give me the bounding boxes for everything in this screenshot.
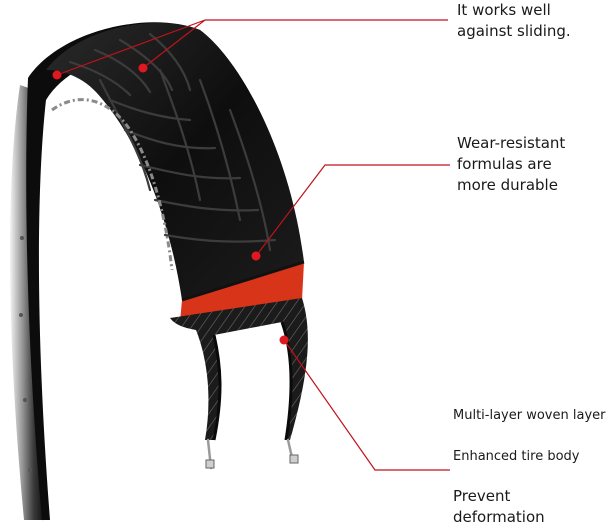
callout-deform-line-2: deformation [453, 508, 545, 526]
woven-carcass [170, 298, 308, 440]
callout-wear-line-1: Wear-resistant [457, 134, 566, 152]
tire-beads [206, 438, 295, 470]
tire-tread [46, 23, 304, 301]
leader-wear [255, 164, 450, 257]
leader-markers [52, 63, 289, 345]
sidewall-text-band [51, 98, 174, 271]
callout-wear-line-3: more durable [457, 176, 558, 194]
callout-sliding-line-2: against sliding. [457, 22, 571, 40]
leader-sliding-a [56, 19, 206, 76]
callout-woven-text: Multi-layer woven layer [453, 408, 606, 423]
leader-deform [283, 339, 450, 471]
marker-sliding-1 [52, 70, 62, 80]
callout-woven: Multi-layer woven layer [453, 407, 605, 424]
leader-sliding-b [142, 19, 206, 69]
marker-sliding-2 [138, 63, 148, 73]
callout-sliding-line-1: It works well [457, 1, 551, 19]
marker-wear [251, 251, 261, 261]
callout-wear-line-2: formulas are [457, 155, 552, 173]
callout-body: Enhanced tire body [453, 448, 579, 465]
red-layer [180, 262, 304, 322]
callout-wear: Wear-resistant formulas are more durable [457, 133, 565, 196]
tread-pattern [68, 32, 277, 252]
leader-lines [56, 19, 450, 471]
marker-deform [279, 335, 289, 345]
callout-body-text: Enhanced tire body [453, 449, 580, 464]
callout-sliding: It works well against sliding. [457, 0, 571, 42]
callout-deform: Prevent deformation [453, 486, 545, 528]
callout-deform-line-1: Prevent [453, 487, 511, 505]
